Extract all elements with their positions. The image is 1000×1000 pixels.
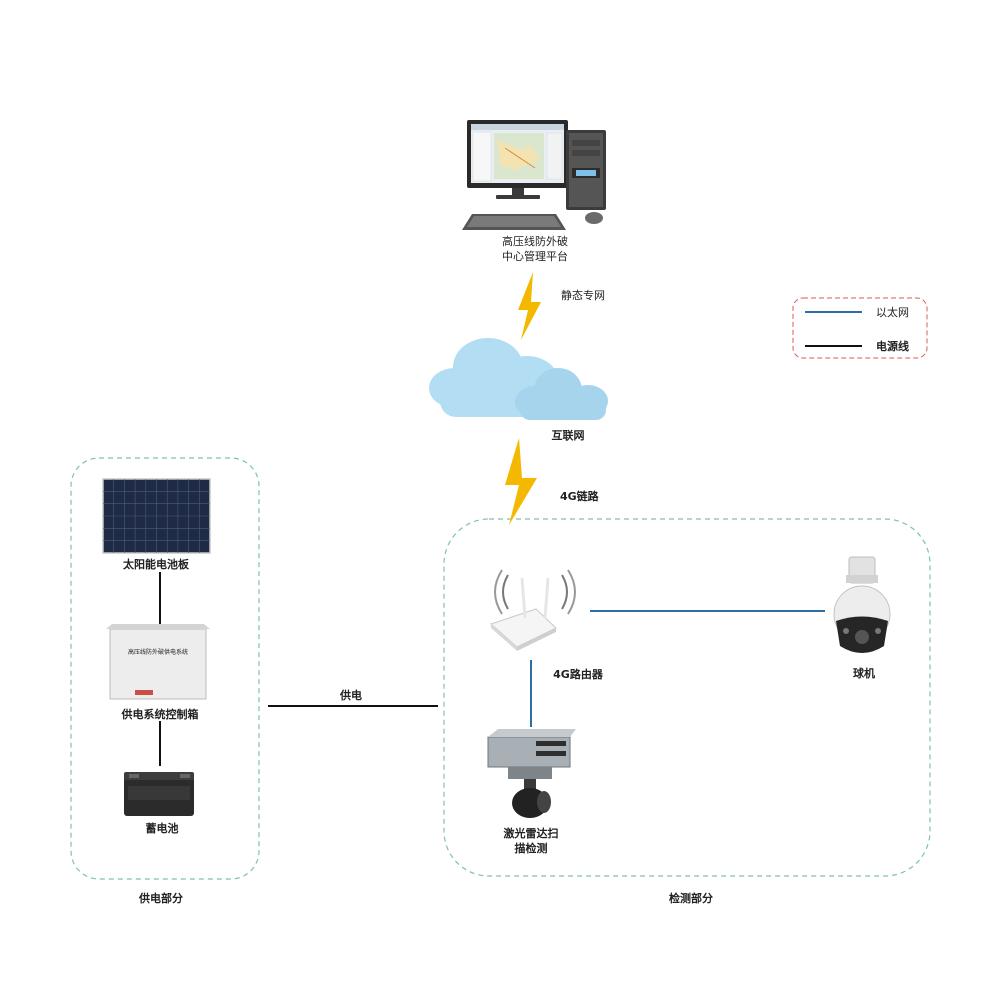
legend-box [792,297,928,359]
power-section-box [70,457,260,880]
lidar-label: 激光雷达扫 描检测 [504,826,559,856]
legend-ethernet-label: 以太网 [876,306,909,319]
battery-icon [124,772,194,816]
solar-panel-label: 太阳能电池板 [123,558,189,571]
static-network-label: 静态专网 [561,289,605,302]
control-box-icon [106,624,210,700]
lidar-icon [487,729,576,818]
router-icon [490,569,576,651]
lightning-icon [505,438,537,525]
detection-section-title: 检测部分 [669,892,713,905]
solar-panel-icon [102,478,211,554]
computer-icon [462,120,606,230]
lightning-icon [518,272,541,340]
control-box-label: 供电系统控制箱 [121,708,199,721]
link-4g-label: 4G链路 [560,490,599,503]
dome-camera-label: 球机 [853,667,875,680]
platform-label-line2: 中心管理平台 [502,250,568,263]
control-box-plate-label: 高压线防外破供电系统 [127,649,189,656]
platform-label-line1: 高压线防外破 [502,235,568,248]
detection-section-box [443,518,931,877]
platform-label: 高压线防外破 中心管理平台 [502,234,568,264]
router-label: 4G路由器 [553,668,603,681]
internet-label: 互联网 [551,429,585,442]
battery-label: 蓄电池 [145,822,179,835]
power-supply-label: 供电 [340,689,362,702]
lidar-label-line2: 描检测 [514,842,548,855]
dome-camera-icon [833,556,891,653]
legend-power-label: 电源线 [876,340,909,353]
cloud-icon [429,338,608,420]
power-section-title: 供电部分 [139,892,183,905]
lidar-label-line1: 激光雷达扫 [503,827,559,840]
